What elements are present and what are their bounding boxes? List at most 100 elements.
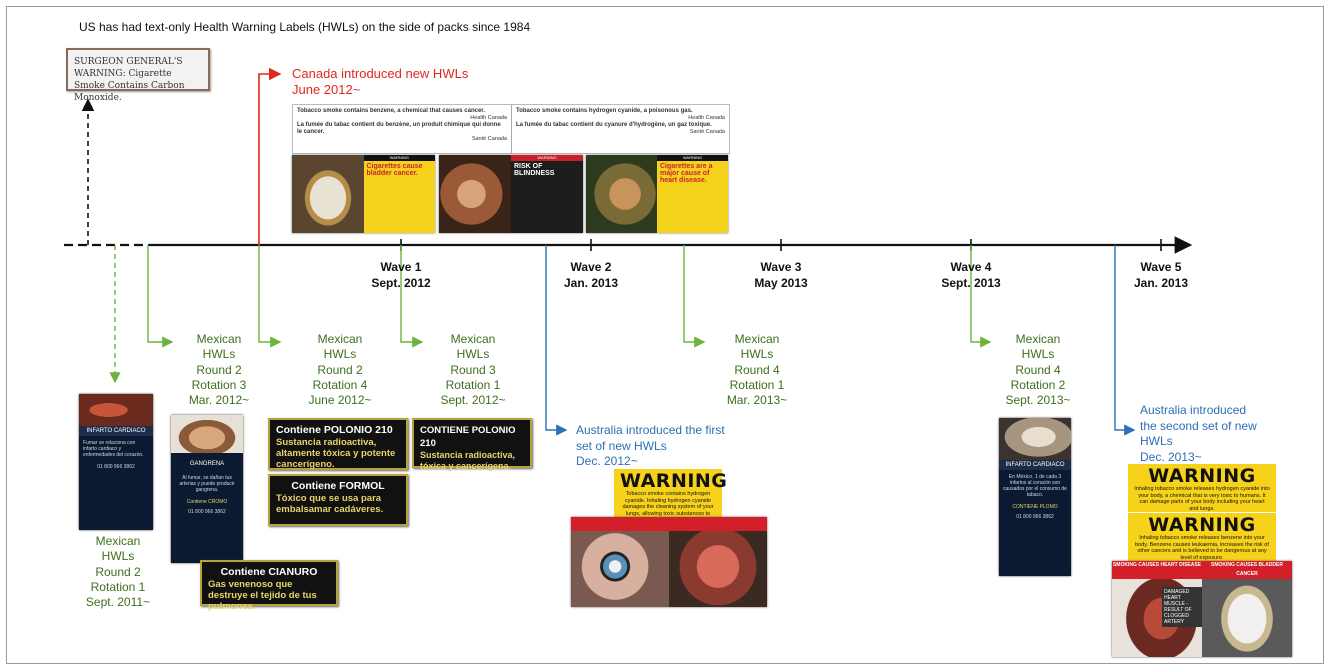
australia-warning-3: WARNING Inhaling tobacco smoke releases … <box>1128 513 1276 561</box>
canada-title-line1: Canada introduced new HWLs <box>292 66 469 81</box>
canada-text-label-strip: Tobacco smoke contains benzene, a chemic… <box>292 104 730 154</box>
au-warn2-text: Inhaling tobacco smoke releases hydrogen… <box>1134 486 1270 512</box>
wave-5-date: Jan. 2013 <box>1133 276 1189 290</box>
au-warn2-word: WARNING <box>1148 465 1256 487</box>
canada-pictorial-label-2: WARNING RISK OF BLINDNESS <box>439 155 583 233</box>
mex-cianuro-head: Contiene CIANURO <box>220 566 318 578</box>
au-photo-lungs <box>669 517 767 607</box>
au2-l2: the second set of new <box>1140 418 1257 433</box>
wave-1-name: Wave 1 <box>380 260 422 274</box>
wave-3-label: Wave 3 May 2013 <box>736 259 826 291</box>
figure-frame <box>6 6 1324 664</box>
au1-l3: Dec. 2012~ <box>576 454 638 468</box>
mex4-l2: HWLs <box>456 347 490 362</box>
ca-right-hc-en: Health Canada <box>688 115 725 121</box>
mexico-label-cianuro: Contiene CIANURO Gas venenoso que destru… <box>200 560 338 612</box>
ca-left-hc-en: Health Canada <box>470 115 507 121</box>
canada-pictorial-label-1: WARNING Cigarettes cause bladder cancer. <box>292 155 435 233</box>
mex5-l1: Mexican <box>734 332 780 346</box>
mexico-connector-3 <box>258 245 282 348</box>
mexico-round2-rot4: Mexican HWLs Round 2 Rotation 4 June 201… <box>297 332 383 408</box>
mex2-l2: HWLs <box>202 347 236 362</box>
mexico-round4-rot1: Mexican HWLs Round 4 Rotation 1 Mar. 201… <box>714 332 800 408</box>
ca-panel3-header: WARNING <box>657 155 728 161</box>
mex2-l4: Rotation 3 <box>191 377 247 392</box>
australia-warning-1: WARNING Tobacco smoke contains hydrogen … <box>614 469 728 523</box>
mex3-l1: Mexican <box>317 332 363 346</box>
mex-cromo: Contiene CROMO <box>186 499 228 505</box>
mex3-l4: Rotation 4 <box>312 377 368 392</box>
canada-title: Canada introduced new HWLs June 2012~ <box>292 66 468 98</box>
ca-left-en: Tobacco smoke contains benzene, a chemic… <box>297 108 485 114</box>
australia-connector-1 <box>545 245 568 436</box>
mex-gangrena-header: GANGRENA <box>189 461 225 467</box>
mex-photo-infarto <box>79 394 153 426</box>
wave-3-date: May 2013 <box>754 276 808 290</box>
mex-polonio-a-head: Contiene POLONIO 210 <box>276 424 393 436</box>
canada-photo-eye <box>439 155 511 233</box>
australia-connector-2 <box>1114 245 1136 436</box>
au1-l2: set of new HWLs <box>576 438 667 453</box>
mex6-l5: Sept. 2013~ <box>1005 393 1071 408</box>
canada-connector <box>258 67 282 245</box>
australia-pictorial-2: SMOKING CAUSES HEART DISEASE SMOKING CAU… <box>1112 561 1292 657</box>
ca-panel3-headline: Cigarettes are a major cause of heart di… <box>660 163 713 184</box>
mex3-l2: HWLs <box>323 347 357 362</box>
ca-right-fr: La fumée du tabac contient du cyanure d'… <box>516 122 712 128</box>
wave-1-label: Wave 1 Sept. 2012 <box>356 259 446 291</box>
au-pic2-caption: DAMAGED HEART MUSCLE - RESULT OF CLOGGED… <box>1162 587 1202 627</box>
us-label-line2: Smoke Contains Carbon Monoxide. <box>74 81 185 103</box>
mexico-label-polonio-b: CONTIENE POLONIO 210 Sustancia radioacti… <box>412 418 532 471</box>
mex4-l5: Sept. 2012~ <box>440 393 506 408</box>
mex1-l4: Rotation 1 <box>90 579 146 594</box>
mex-formol-body: Tóxico que se usa para embalsamar cadáve… <box>276 493 384 515</box>
ca-panel1-headline: Cigarettes cause bladder cancer. <box>366 163 423 177</box>
us-title: US has had text-only Health Warning Labe… <box>79 20 531 34</box>
au2-l3: HWLs <box>1140 434 1173 448</box>
ca-panel2-headline: RISK OF BLINDNESS <box>514 163 555 177</box>
wave-4-label: Wave 4 Sept. 2013 <box>926 259 1016 291</box>
canada-text-label-cyanide: Tobacco smoke contains hydrogen cyanide,… <box>512 105 729 153</box>
mexico-round4-rot2: Mexican HWLs Round 4 Rotation 2 Sept. 20… <box>995 332 1081 408</box>
mexico-round3-rot1: Mexican HWLs Round 3 Rotation 1 Sept. 20… <box>430 332 516 408</box>
mex-infarto-header: INFARTO CARDIACO <box>79 426 153 436</box>
mex4-l3: Round 3 <box>450 362 496 377</box>
mexico-label-gangrena: GANGRENA Al fumar, se dañan tus arterias… <box>171 415 243 563</box>
mex3-l5: June 2012~ <box>308 393 372 408</box>
wave-3-name: Wave 3 <box>760 260 802 274</box>
au1-l1: Australia introduced the first <box>576 423 725 437</box>
ca-left-hc-fr: Santé Canada <box>471 136 507 142</box>
mex-infarto2-phone: 01 800 966 3862 <box>1016 514 1054 520</box>
au-band2-left: SMOKING CAUSES HEART DISEASE <box>1112 561 1202 579</box>
au2-l1: Australia introduced <box>1140 403 1247 417</box>
mexico-round2-rot1: Mexican HWLs Round 2 Rotation 1 Sept. 20… <box>78 534 158 610</box>
au-band-left <box>571 517 669 531</box>
au-warn3-word: WARNING <box>1148 514 1256 536</box>
canada-text-label-benzene: Tobacco smoke contains benzene, a chemic… <box>293 105 511 153</box>
canada-pictorial-label-3: WARNING Cigarettes are a major cause of … <box>586 155 728 233</box>
mex-polonio-a-body: Sustancia radioactiva, altamente tóxica … <box>276 437 396 470</box>
canada-warning-panel-3: WARNING Cigarettes are a major cause of … <box>657 155 728 233</box>
au-band-right <box>669 517 767 531</box>
wave-1-date: Sept. 2012 <box>371 276 431 290</box>
mex1-l5: Sept. 2011~ <box>85 595 151 610</box>
au-photo-eye <box>571 517 669 607</box>
ca-right-en: Tobacco smoke contains hydrogen cyanide,… <box>516 108 693 114</box>
mexico-label-polonio-a: Contiene POLONIO 210 Sustancia radioacti… <box>268 418 408 470</box>
wave-5-name: Wave 5 <box>1140 260 1182 274</box>
mex5-l4: Rotation 1 <box>729 377 785 392</box>
us-label-line1: SURGEON GENERAL'S WARNING: Cigarette <box>74 57 183 79</box>
mexico-label-infarto-2013: INFARTO CARDIACO En México, 1 de cada 3 … <box>999 418 1071 576</box>
australia-first-title: Australia introduced the first set of ne… <box>576 423 725 470</box>
au2-l4: Dec. 2013~ <box>1140 449 1202 464</box>
mex1-l1: Mexican <box>95 534 141 548</box>
mex6-l3: Round 4 <box>1015 362 1061 377</box>
mex-polonio-b-body: Sustancia radioactiva, tóxica y canceríg… <box>420 450 516 471</box>
mex6-l4: Rotation 2 <box>1010 377 1066 392</box>
ca-panel1-header: WARNING <box>363 155 435 161</box>
mexico-connector-5 <box>683 245 706 348</box>
mex-formol-head: Contiene FORMOL <box>291 480 385 492</box>
au-warn1-word: WARNING <box>620 470 728 492</box>
mex3-l3: Round 2 <box>317 362 363 377</box>
